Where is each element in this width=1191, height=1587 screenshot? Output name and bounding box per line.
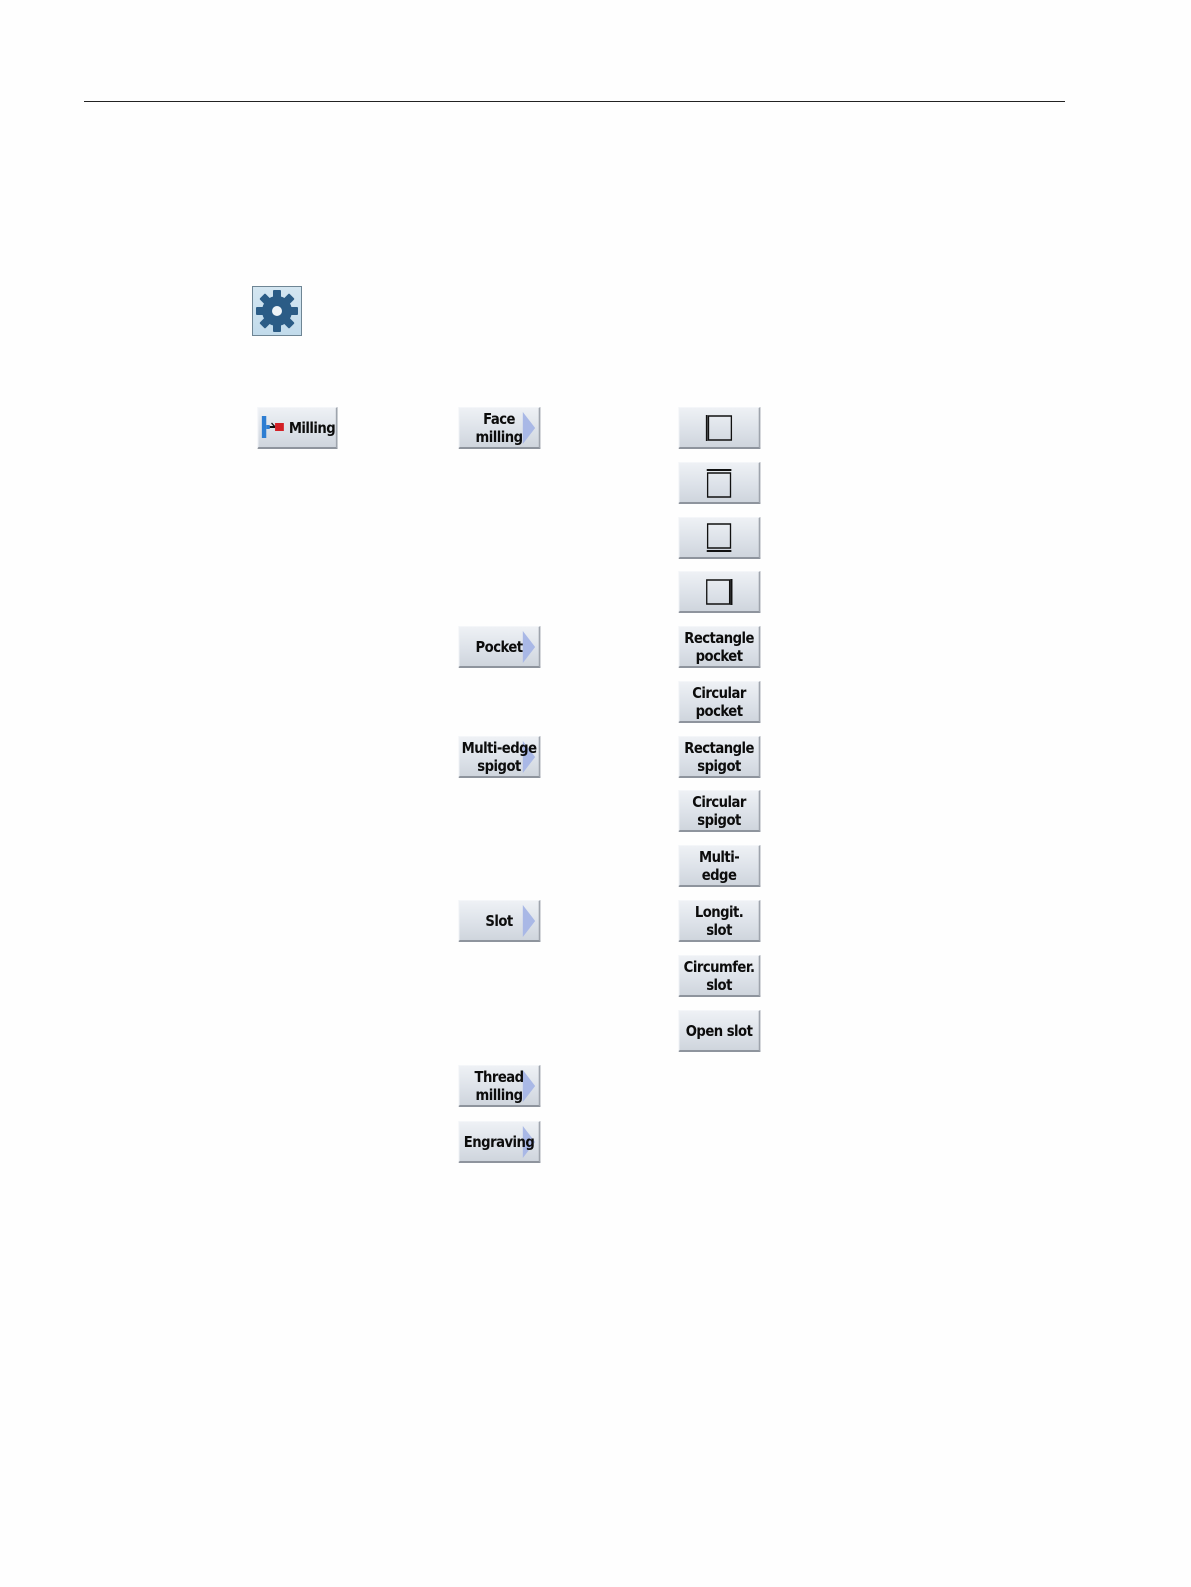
- longit-slot-softkey[interactable]: Longit. slot: [679, 900, 761, 942]
- slot-label: Slot: [485, 912, 512, 930]
- multi-edge-softkey[interactable]: Multi- edge: [679, 845, 761, 887]
- circular-spigot-label: Circular spigot: [692, 793, 746, 829]
- engraving-label: Engraving: [464, 1133, 535, 1151]
- submenu-arrow-icon: [523, 631, 535, 663]
- face-milling-softkey[interactable]: Face milling: [459, 407, 541, 449]
- circular-pocket-softkey[interactable]: Circular pocket: [679, 681, 761, 723]
- milling-softkey[interactable]: Milling: [257, 407, 337, 449]
- pocket-label: Pocket: [476, 638, 523, 656]
- slot-softkey[interactable]: Slot: [459, 900, 541, 942]
- rectangle-pocket-label: Rectangle pocket: [684, 629, 754, 665]
- milling-label: Milling: [289, 419, 335, 437]
- submenu-arrow-icon: [523, 905, 535, 937]
- pocket-softkey[interactable]: Pocket: [459, 626, 541, 668]
- circumfer-slot-label: Circumfer. slot: [684, 958, 755, 994]
- submenu-arrow-icon: [523, 1070, 535, 1102]
- face-direction-right-softkey[interactable]: [679, 571, 761, 613]
- open-slot-label: Open slot: [686, 1022, 753, 1040]
- face-direction-left-softkey[interactable]: [679, 407, 761, 449]
- face-direction-top-softkey[interactable]: [679, 462, 761, 504]
- multi-edge-spigot-label: Multi-edge spigot: [462, 739, 537, 775]
- settings-button[interactable]: [252, 286, 302, 336]
- header-rule: [84, 101, 1065, 102]
- circular-pocket-label: Circular pocket: [692, 684, 746, 720]
- rectangle-spigot-label: Rectangle spigot: [684, 739, 754, 775]
- longit-slot-label: Longit. slot: [695, 903, 743, 939]
- rectangle-spigot-softkey[interactable]: Rectangle spigot: [679, 736, 761, 778]
- engraving-softkey[interactable]: Engraving: [459, 1121, 541, 1163]
- circular-spigot-softkey[interactable]: Circular spigot: [679, 790, 761, 832]
- multi-edge-label: Multi- edge: [699, 848, 739, 884]
- gear-icon: [254, 288, 300, 334]
- multi-edge-spigot-softkey[interactable]: Multi-edge spigot: [459, 736, 541, 778]
- face-direction-top-icon: [704, 468, 734, 498]
- face-direction-bottom-icon: [704, 523, 734, 553]
- face-milling-label: Face milling: [476, 410, 523, 446]
- face-direction-right-icon: [704, 577, 734, 607]
- thread-milling-softkey[interactable]: Thread milling: [459, 1065, 541, 1107]
- milling-tool-icon: [259, 414, 285, 440]
- face-direction-bottom-softkey[interactable]: [679, 517, 761, 559]
- submenu-arrow-icon: [523, 412, 535, 444]
- open-slot-softkey[interactable]: Open slot: [679, 1010, 761, 1052]
- thread-milling-label: Thread milling: [475, 1068, 524, 1104]
- circumfer-slot-softkey[interactable]: Circumfer. slot: [679, 955, 761, 997]
- rectangle-pocket-softkey[interactable]: Rectangle pocket: [679, 626, 761, 668]
- face-direction-left-icon: [704, 413, 734, 443]
